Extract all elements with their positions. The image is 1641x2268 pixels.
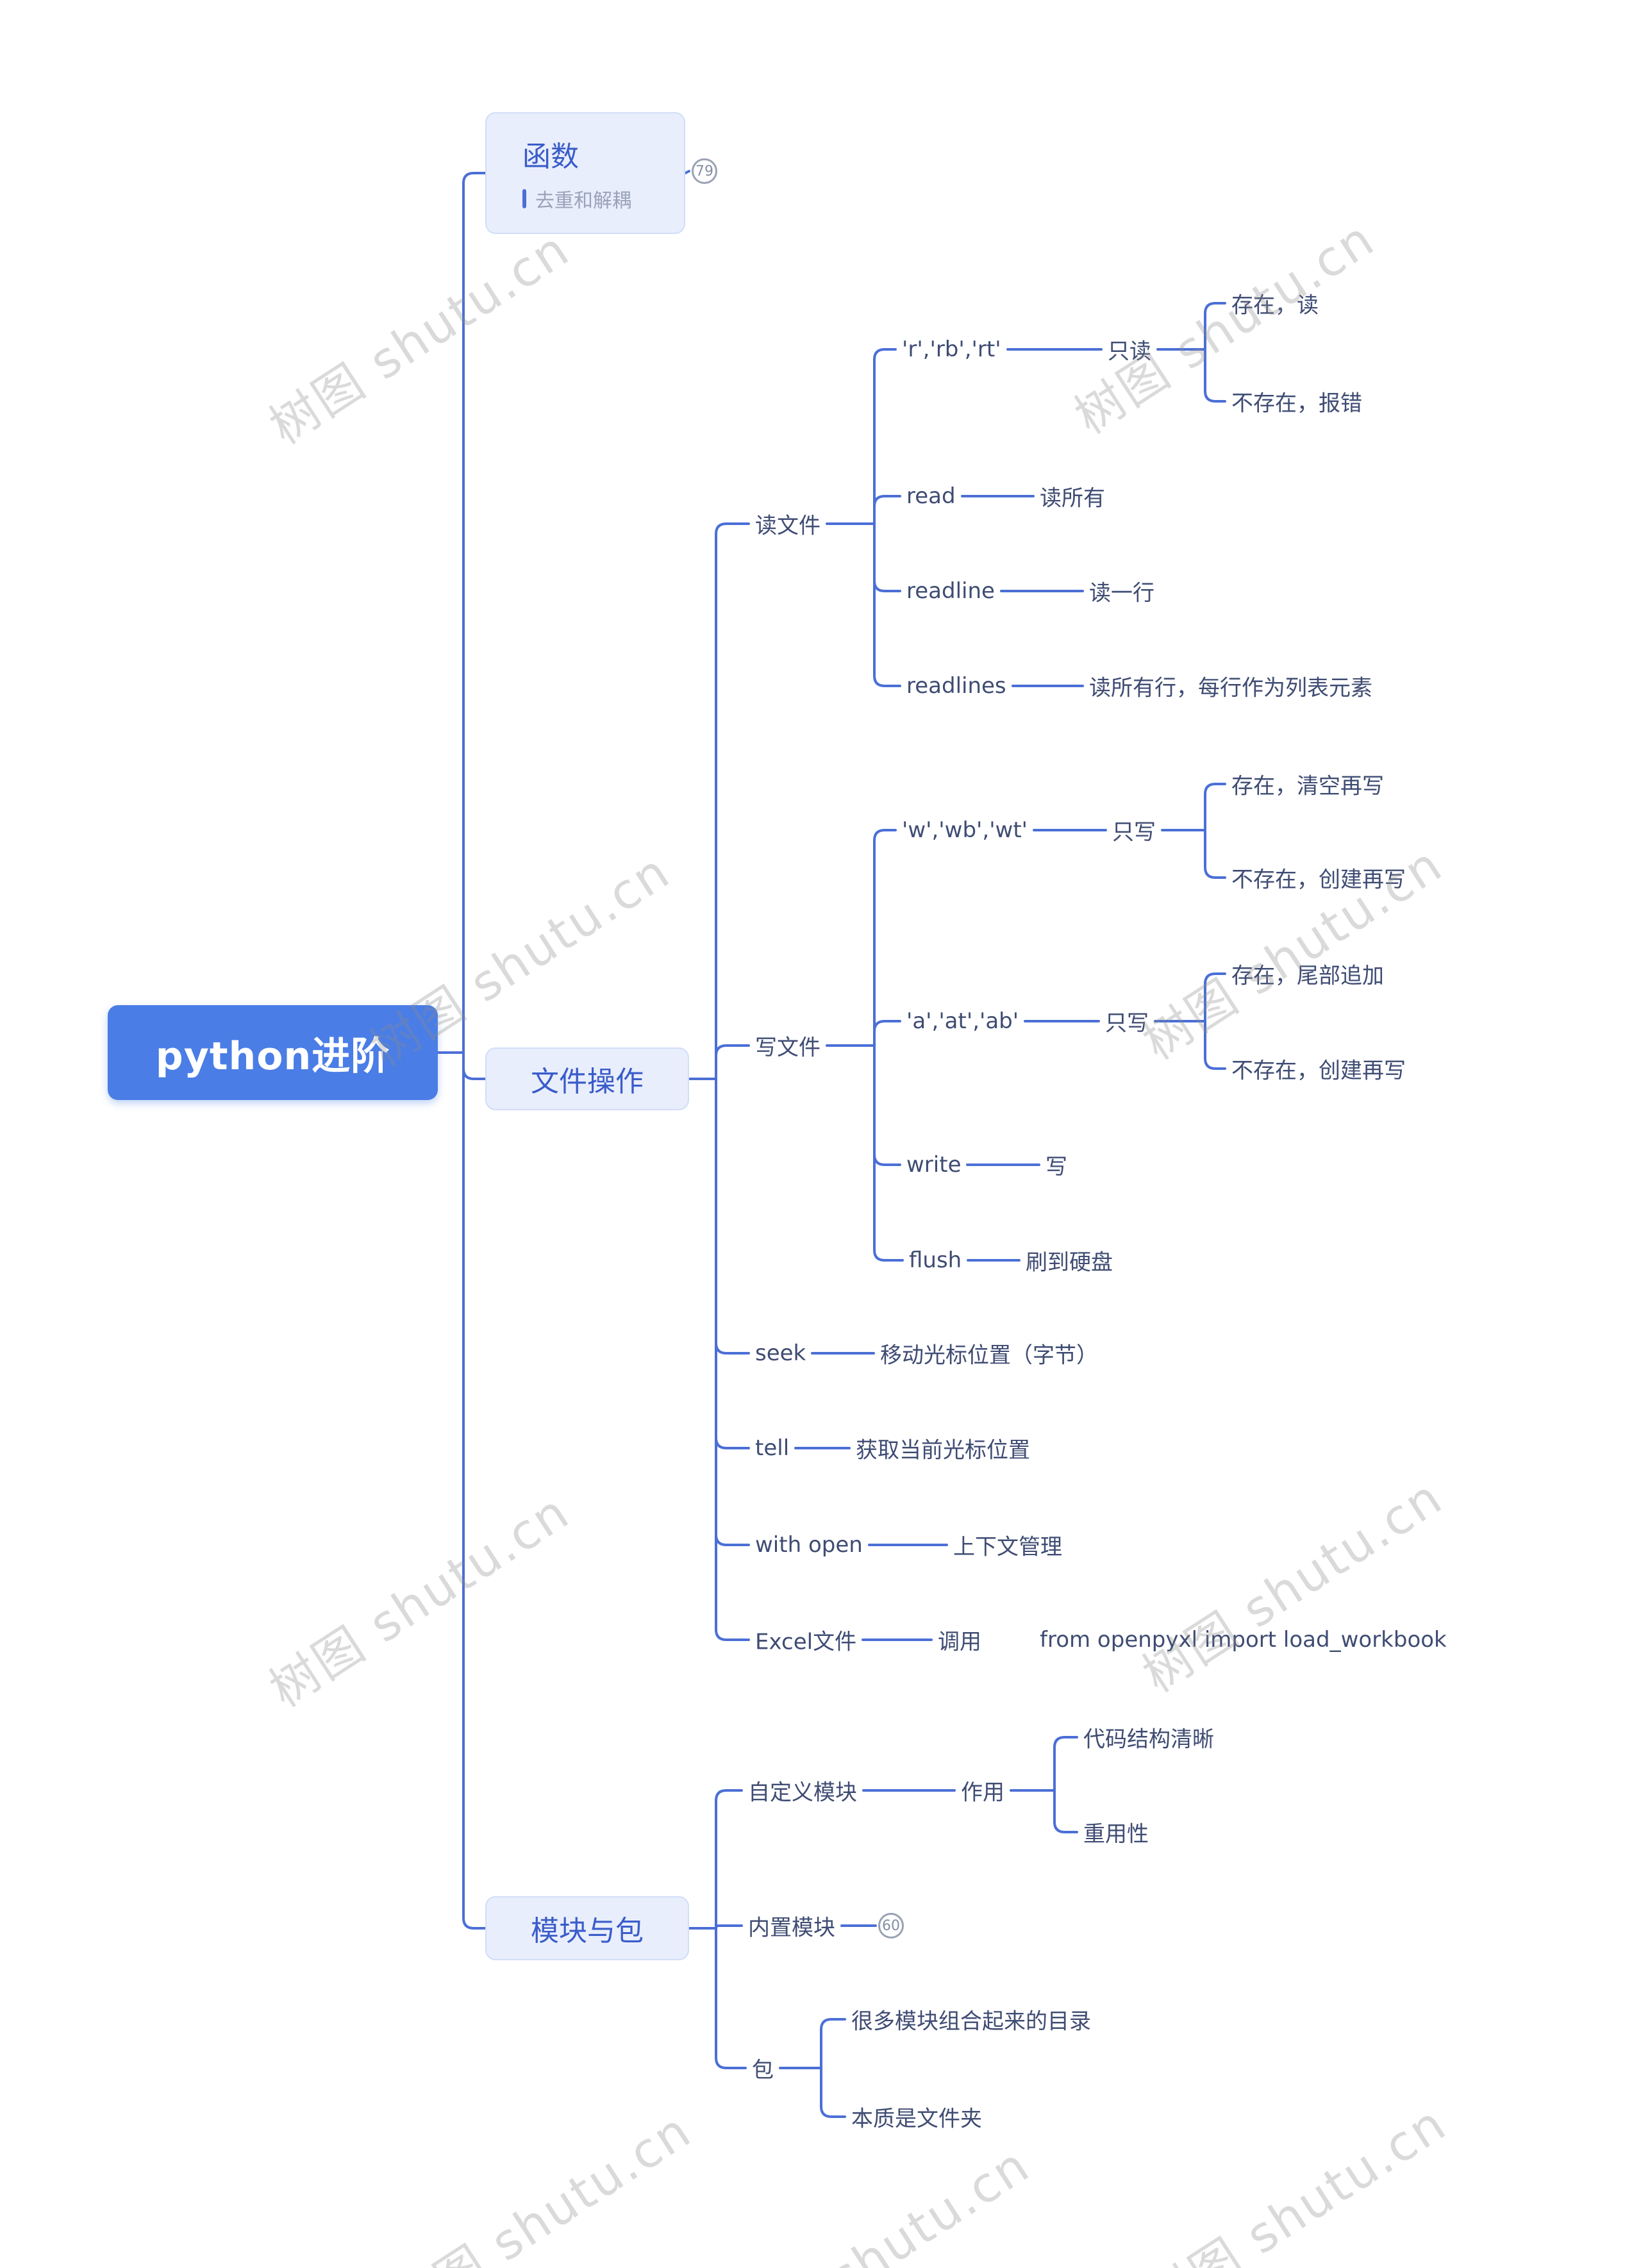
branch-modules-packages[interactable]: 模块与包: [485, 1896, 689, 1960]
node-clear-structure[interactable]: 代码结构清晰: [1083, 1726, 1214, 1753]
node-tell[interactable]: tell: [755, 1435, 790, 1461]
node-with-open-desc[interactable]: 上下文管理: [953, 1534, 1062, 1560]
node-read-only[interactable]: 只读: [1108, 338, 1151, 365]
node-a-exists[interactable]: 存在，尾部追加: [1231, 963, 1384, 989]
collapse-badge-79[interactable]: 79: [692, 158, 717, 184]
node-write-desc[interactable]: 写: [1045, 1154, 1067, 1180]
node-package[interactable]: 包: [752, 2057, 774, 2083]
node-a-not-exists[interactable]: 不存在，创建再写: [1231, 1058, 1406, 1084]
node-readlines[interactable]: readlines: [906, 673, 1006, 699]
note-bar: [522, 189, 526, 208]
node-openpyxl-import[interactable]: from openpyxl import load_workbook: [1040, 1627, 1447, 1653]
node-reusability[interactable]: 重用性: [1083, 1821, 1149, 1847]
node-read-modes[interactable]: 'r','rb','rt': [902, 337, 1001, 362]
node-read-exists[interactable]: 存在，读: [1231, 292, 1319, 319]
node-read-desc[interactable]: 读所有: [1040, 485, 1105, 512]
branch-function-label: 函数: [522, 140, 579, 173]
node-custom-module[interactable]: 自定义模块: [748, 1780, 857, 1806]
branch-file-operations-label: 文件操作: [531, 1065, 644, 1098]
collapse-badge-60[interactable]: 60: [878, 1913, 904, 1939]
node-excel-desc[interactable]: 调用: [938, 1629, 981, 1655]
node-read-file[interactable]: 读文件: [755, 513, 820, 539]
node-readlines-desc[interactable]: 读所有行，每行作为列表元素: [1089, 675, 1372, 701]
node-builtin-module[interactable]: 内置模块: [748, 1915, 835, 1941]
branch-modules-packages-label: 模块与包: [531, 1915, 644, 1947]
node-read-not-exists[interactable]: 不存在，报错: [1231, 390, 1362, 417]
node-excel-file[interactable]: Excel文件: [755, 1629, 857, 1655]
branch-file-operations[interactable]: 文件操作: [485, 1047, 689, 1110]
root-label: python进阶: [155, 1033, 390, 1079]
node-flush-desc[interactable]: 刷到硬盘: [1026, 1249, 1113, 1276]
branch-function[interactable]: 函数 去重和解耦: [485, 112, 685, 234]
node-custom-role[interactable]: 作用: [961, 1780, 1004, 1806]
node-with-open[interactable]: with open: [755, 1532, 863, 1558]
node-seek-desc[interactable]: 移动光标位置（字节）: [880, 1342, 1098, 1369]
node-tell-desc[interactable]: 获取当前光标位置: [856, 1437, 1030, 1463]
note-text: 去重和解耦: [535, 190, 631, 212]
node-seek[interactable]: seek: [755, 1340, 806, 1366]
node-write-modes-w[interactable]: 'w','wb','wt': [902, 817, 1028, 843]
node-read[interactable]: read: [906, 483, 956, 509]
node-flush[interactable]: flush: [909, 1247, 962, 1273]
node-w-not-exists[interactable]: 不存在，创建再写: [1231, 867, 1406, 893]
root-node[interactable]: python进阶: [108, 1005, 438, 1100]
branch-function-note: 去重和解耦: [522, 185, 631, 213]
node-write-only-a[interactable]: 只写: [1105, 1010, 1149, 1037]
node-w-exists[interactable]: 存在，清空再写: [1231, 773, 1384, 799]
node-write[interactable]: write: [906, 1152, 962, 1178]
node-package-desc-2[interactable]: 本质是文件夹: [851, 2106, 982, 2132]
node-package-desc-1[interactable]: 很多模块组合起来的目录: [851, 2008, 1091, 2035]
node-write-modes-a[interactable]: 'a','at','ab': [906, 1008, 1019, 1034]
node-write-file[interactable]: 写文件: [755, 1035, 820, 1061]
node-readline-desc[interactable]: 读一行: [1089, 580, 1154, 606]
node-write-only-w[interactable]: 只写: [1112, 819, 1156, 846]
node-readline[interactable]: readline: [906, 578, 995, 604]
